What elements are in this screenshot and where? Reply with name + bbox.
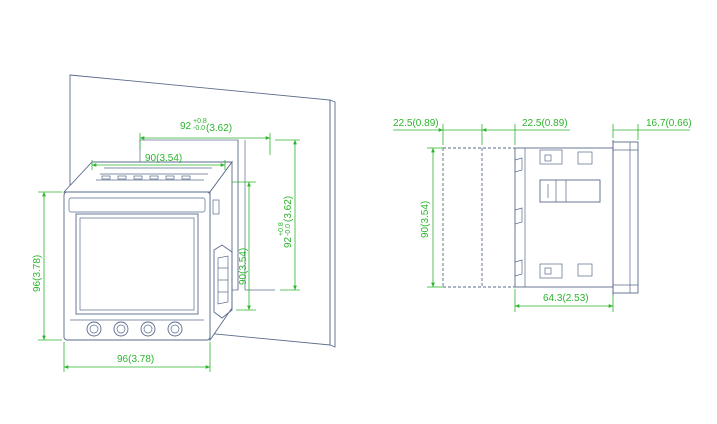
bezel-width-label: 96(3.78) <box>117 354 154 365</box>
bezel-top-strip <box>68 197 206 213</box>
mounting-screw <box>539 179 601 203</box>
side-dimensions: 22.5(0.89) 22.5(0.89) 16.7(0.66) 90(3.54… <box>393 118 692 312</box>
svg-text:(3.62): (3.62) <box>206 123 232 134</box>
top-vents <box>96 167 212 181</box>
front-button-2 <box>113 321 129 337</box>
svg-text:-0.0: -0.0 <box>285 224 292 236</box>
body-depth-label: 64.3(2.53) <box>543 293 589 304</box>
bezel-side <box>612 141 639 294</box>
front-view: 92 +0.8 -0.0 (3.62) 90(3.54) 90(3.54) 92… <box>32 74 336 372</box>
svg-text:92: 92 <box>180 121 192 132</box>
svg-text:(3.62): (3.62) <box>283 196 294 222</box>
meter-body-side <box>514 140 639 295</box>
body-width-label: 90(3.54) <box>145 153 182 164</box>
body-outline <box>514 147 614 288</box>
bezel-face <box>63 191 211 341</box>
svg-text:-0.0: -0.0 <box>193 125 205 132</box>
top-left-offset-label: 22.5(0.89) <box>393 118 439 129</box>
body-height-label: 90(3.54) <box>238 248 249 285</box>
mounting-clip <box>212 199 233 319</box>
svg-text:+0.8: +0.8 <box>193 118 207 125</box>
side-view: 22.5(0.89) 22.5(0.89) 16.7(0.66) 90(3.54… <box>393 118 692 312</box>
button-row <box>70 319 204 337</box>
front-dimensions: 92 +0.8 -0.0 (3.62) 90(3.54) 90(3.54) 92… <box>32 118 300 372</box>
front-button-3 <box>140 321 156 337</box>
bezel-height-label: 96(3.78) <box>32 255 43 292</box>
front-button-1 <box>86 321 102 337</box>
svg-text:92: 92 <box>283 236 294 248</box>
svg-text:+0.8: +0.8 <box>278 222 285 236</box>
bezel-depth-label: 16.7(0.66) <box>646 118 692 129</box>
display-window <box>75 213 199 315</box>
front-button-4 <box>167 321 183 337</box>
cutout-height-label: 92 +0.8 -0.0 (3.62) <box>278 196 294 248</box>
top-mid-offset-label: 22.5(0.89) <box>522 118 568 129</box>
cutout-width-label: 92 +0.8 -0.0 (3.62) <box>180 118 232 134</box>
meter-bezel <box>62 160 233 342</box>
terminal-clearance <box>442 147 515 288</box>
side-height-label: 90(3.54) <box>420 201 431 238</box>
